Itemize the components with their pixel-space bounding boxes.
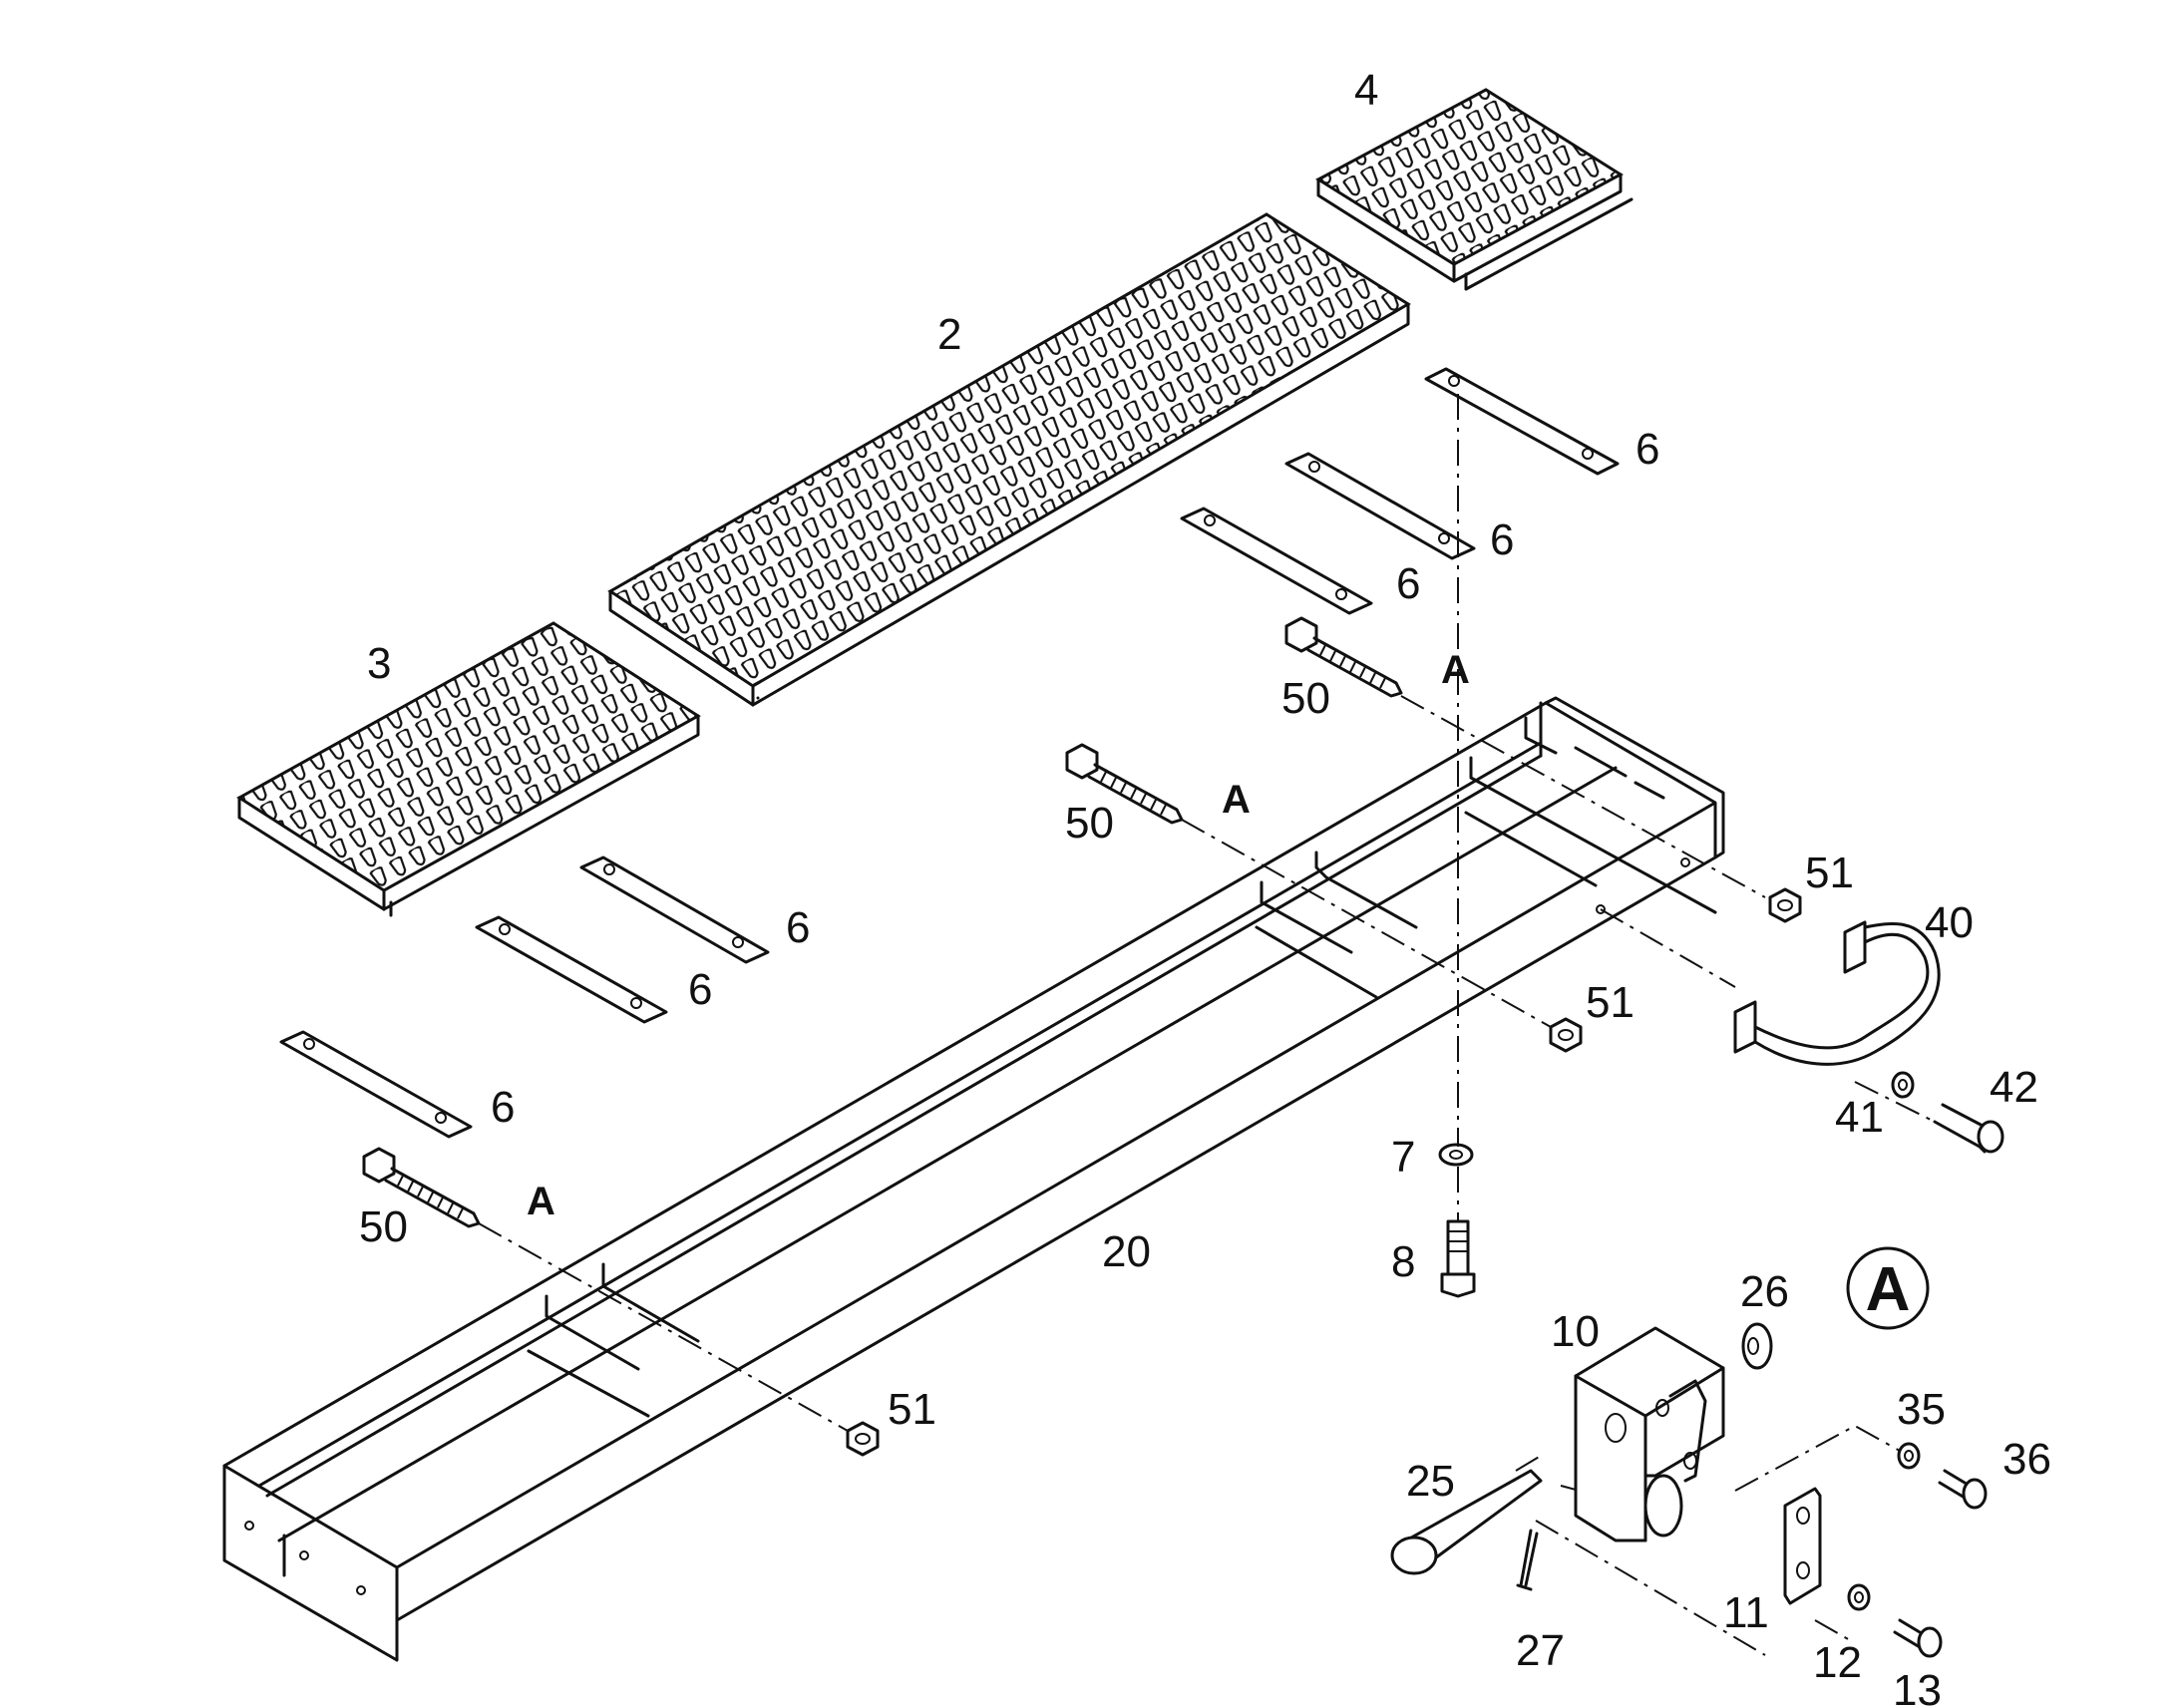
label-40: 40: [1925, 898, 1974, 947]
washer-41: [1891, 1071, 1915, 1099]
label-42: 42: [1990, 1063, 2038, 1112]
washer-26: [1741, 1322, 1773, 1370]
bolt-50-mid: [1065, 743, 1184, 825]
label-51b: 51: [1586, 978, 1635, 1027]
frame-20: [222, 696, 1725, 1662]
label-6f: 6: [491, 1083, 515, 1132]
label-7: 7: [1391, 1133, 1415, 1182]
screw-36: [1938, 1469, 1988, 1510]
label-6d: 6: [786, 903, 810, 952]
cotter-pin-27: [1516, 1529, 1539, 1591]
pin-25: [1390, 1469, 1543, 1575]
label-51c: 51: [888, 1385, 936, 1434]
washer-35: [1897, 1442, 1921, 1470]
label-25: 25: [1406, 1457, 1455, 1506]
screw-13: [1893, 1618, 1943, 1658]
washer-12: [1847, 1583, 1871, 1611]
nut-51-right: [1768, 887, 1802, 923]
item-labels: 4 2 3 6 6 6 6 6 6 50 50 50 A A A 51 51 5…: [359, 66, 2051, 1708]
label-6c: 6: [1396, 559, 1420, 608]
strip-6d: [579, 855, 770, 964]
label-27: 27: [1516, 1626, 1565, 1675]
detail-a-marker-label: A: [1866, 1255, 1911, 1324]
grating-step-3: [236, 621, 701, 917]
nut-51-mid: [1549, 1017, 1583, 1053]
label-3: 3: [367, 639, 391, 688]
label-26: 26: [1740, 1267, 1789, 1316]
grating-step-2: [607, 212, 1411, 707]
label-13: 13: [1893, 1666, 1942, 1708]
label-20: 20: [1102, 1227, 1151, 1276]
handle-40: [1733, 920, 1941, 1066]
washer-7: [1438, 1143, 1474, 1167]
strip-6c: [1180, 507, 1373, 615]
screw-42: [1933, 1103, 2004, 1154]
label-11: 11: [1723, 1588, 1769, 1637]
bolt-8: [1440, 1219, 1476, 1298]
strip-6a: [1424, 367, 1620, 476]
bolt-50-top: [1284, 616, 1403, 698]
label-8: 8: [1391, 1237, 1415, 1286]
label-51a: 51: [1805, 849, 1854, 897]
plate-11: [1783, 1487, 1822, 1605]
label-6e: 6: [688, 965, 712, 1014]
label-50a: 50: [1281, 674, 1330, 723]
label-6a: 6: [1635, 425, 1659, 474]
label-10: 10: [1551, 1307, 1600, 1356]
label-41: 41: [1835, 1093, 1884, 1142]
nut-51-left: [846, 1421, 880, 1457]
label-a2: A: [1222, 778, 1251, 822]
label-35: 35: [1897, 1385, 1946, 1434]
label-2: 2: [937, 310, 961, 359]
label-36: 36: [2002, 1435, 2051, 1484]
strip-6b: [1284, 452, 1476, 560]
label-12: 12: [1813, 1638, 1862, 1687]
label-50b: 50: [1065, 799, 1114, 848]
detail-a-marker: A: [1846, 1246, 1930, 1330]
label-6b: 6: [1490, 515, 1514, 564]
grating-step-4: [1315, 88, 1634, 291]
bracket-10: [1574, 1326, 1725, 1542]
strip-6e: [475, 915, 668, 1024]
label-4: 4: [1354, 66, 1378, 115]
label-a3: A: [527, 1180, 555, 1223]
label-50c: 50: [359, 1202, 408, 1251]
label-a1: A: [1441, 648, 1470, 692]
strip-6f: [279, 1030, 473, 1139]
